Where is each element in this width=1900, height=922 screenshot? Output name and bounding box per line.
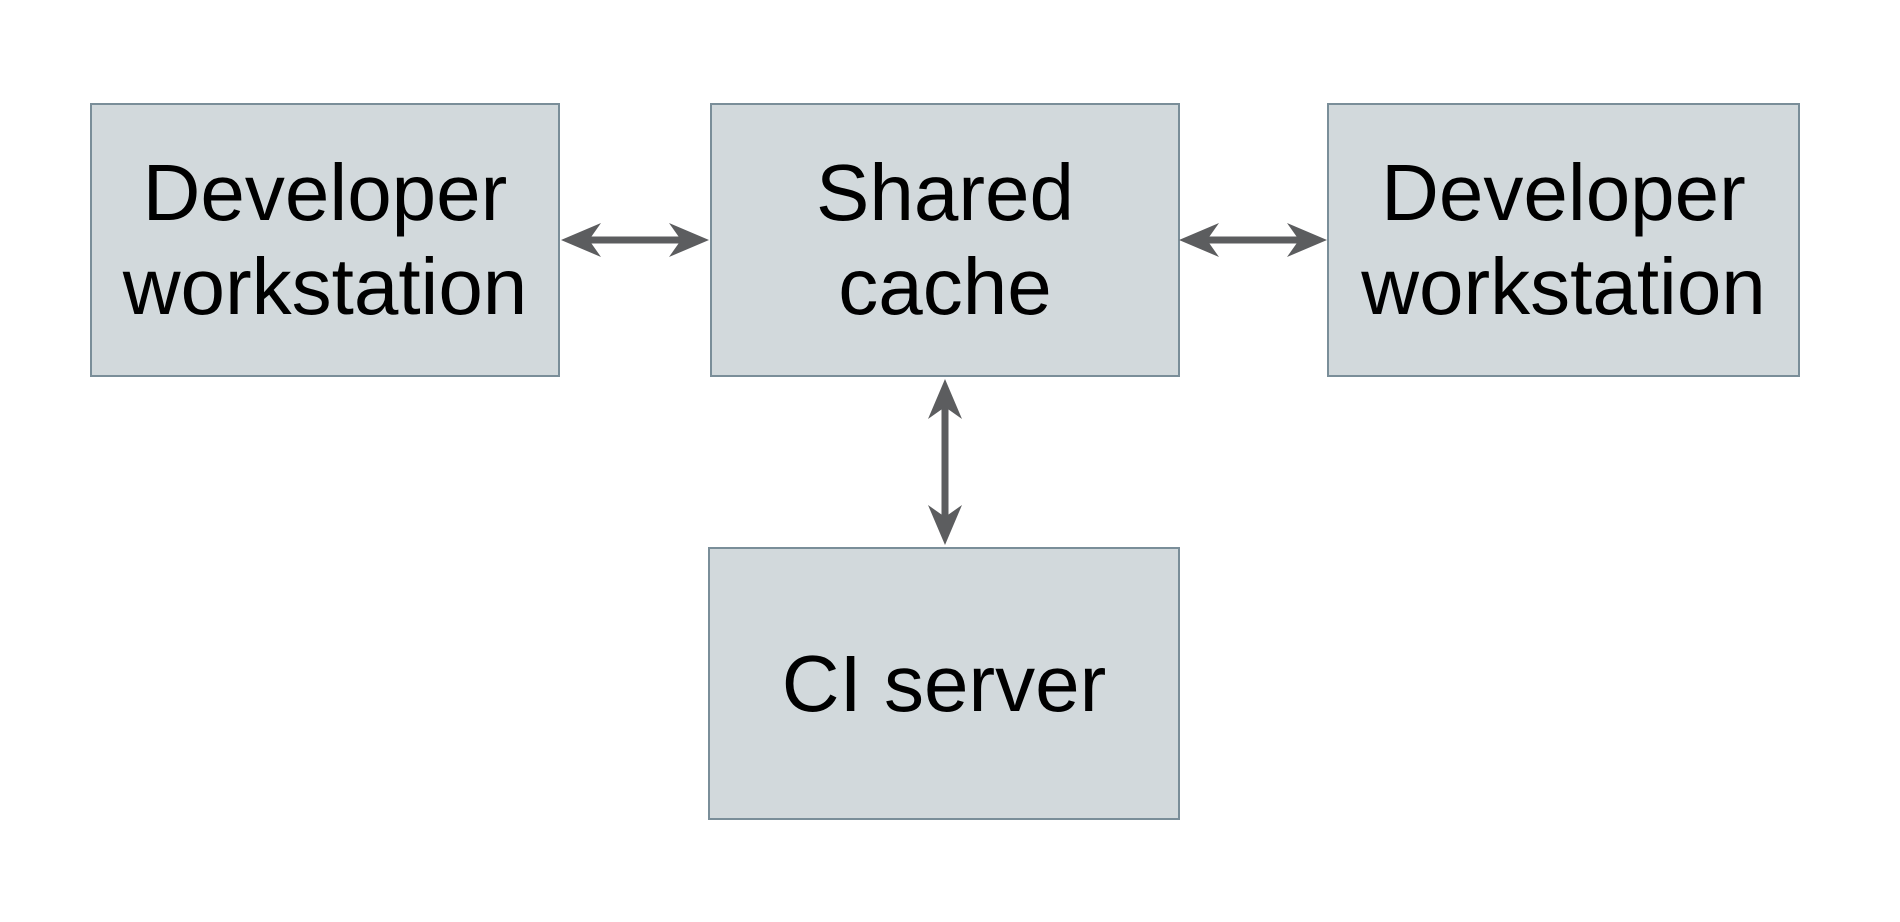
bidirectional-arrow-icon-vertical	[928, 379, 962, 545]
bidirectional-arrow-icon-left	[561, 223, 709, 257]
node-developer-workstation-left: Developer workstation	[90, 103, 560, 377]
node-developer-workstation-right-label: Developer workstation	[1361, 148, 1766, 331]
node-ci-server: CI server	[708, 547, 1180, 820]
node-shared-cache-label: Shared cache	[816, 148, 1074, 331]
node-shared-cache: Shared cache	[710, 103, 1180, 377]
bidirectional-arrow-icon-right	[1179, 223, 1327, 257]
node-developer-workstation-right: Developer workstation	[1327, 103, 1800, 377]
node-ci-server-label: CI server	[781, 638, 1107, 728]
node-developer-workstation-left-label: Developer workstation	[122, 148, 528, 331]
